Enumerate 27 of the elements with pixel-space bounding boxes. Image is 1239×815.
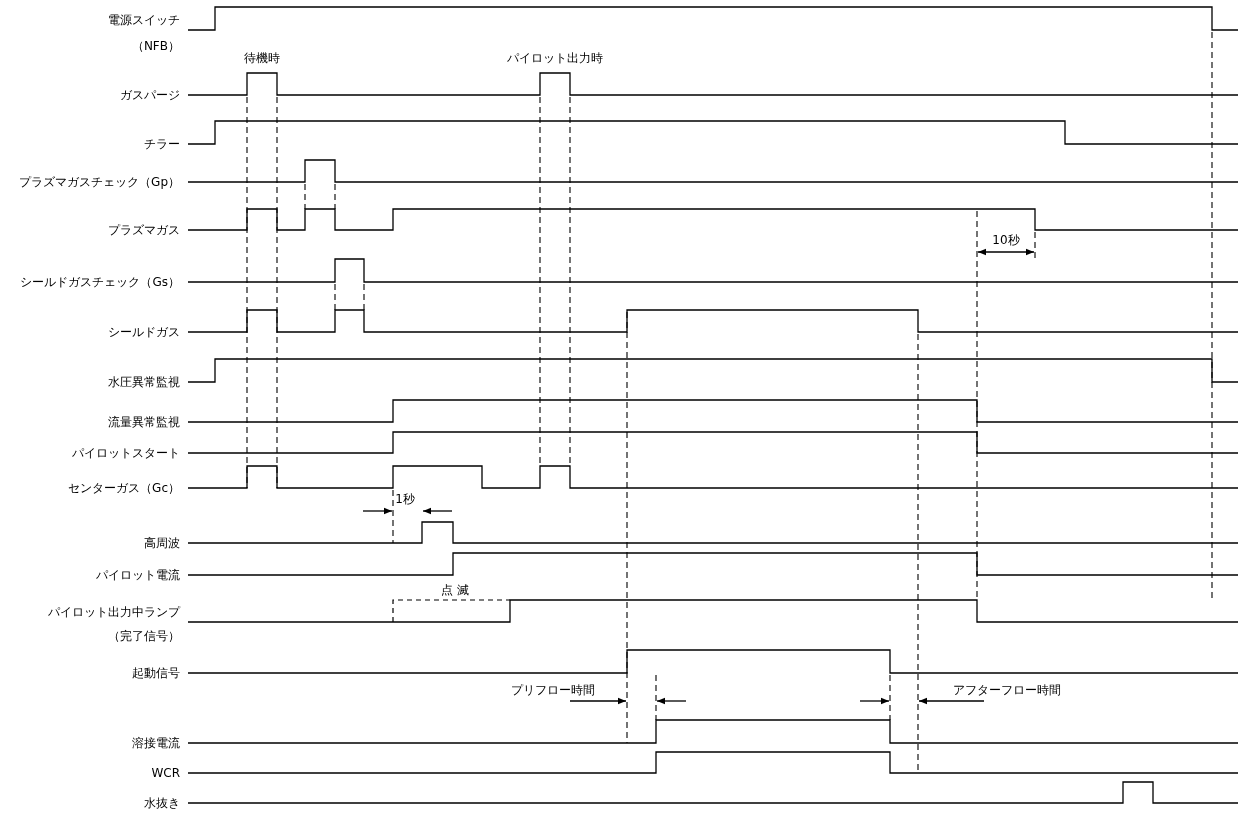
signal-label: 起動信号 <box>132 667 180 679</box>
signal-label: パイロットスタート <box>72 447 180 459</box>
annotation: 点 滅 <box>441 584 469 596</box>
dimension-label: アフターフロー時間 <box>953 684 1061 696</box>
signal-label: パイロット出力中ランプ <box>48 606 180 618</box>
signal-label: WCR <box>151 767 180 779</box>
dimension-label: 1秒 <box>395 493 415 505</box>
signal-label: シールドガスチェック（Gs） <box>20 276 180 288</box>
signal-label: 水圧異常監視 <box>108 376 180 388</box>
signal-label: プラズマガス <box>108 224 180 236</box>
signal-label: センターガス（Gc） <box>68 482 180 494</box>
signal-label: チラー <box>144 138 180 150</box>
signal-label: 高周波 <box>144 537 180 549</box>
dimension-label: 10秒 <box>992 234 1020 246</box>
signal-label: （完了信号） <box>108 630 180 642</box>
signal-label: 溶接電流 <box>132 737 180 749</box>
annotation: 待機時 <box>244 52 280 64</box>
signal-label: パイロット電流 <box>96 569 180 581</box>
signal-label: シールドガス <box>108 326 180 338</box>
signal-label: （NFB） <box>131 40 180 52</box>
signal-label: 水抜き <box>144 797 180 809</box>
signal-label: プラズマガスチェック（Gp） <box>19 176 180 188</box>
signal-label: ガスパージ <box>120 89 180 101</box>
signal-label: 電源スイッチ <box>108 14 180 26</box>
annotation: パイロット出力時 <box>507 52 603 64</box>
dimension-label: プリフロー時間 <box>511 684 595 696</box>
signal-label: 流量異常監視 <box>108 416 180 428</box>
